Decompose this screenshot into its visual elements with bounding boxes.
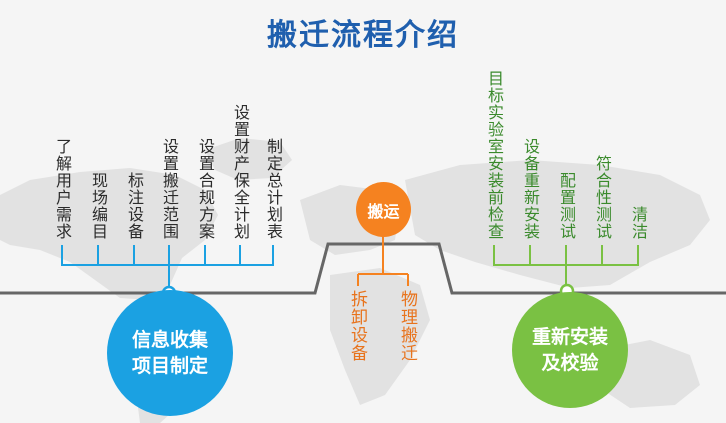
info-item-1: 了解用户需求 xyxy=(53,138,72,240)
stage-info-circle: 信息收集 项目制定 xyxy=(107,290,233,416)
transport-item-2: 物理搬迁 xyxy=(397,290,417,362)
info-bracket xyxy=(61,245,274,290)
map-africa xyxy=(330,268,430,405)
map-asia xyxy=(405,160,710,288)
stage-install-circle: 重新安装 及校验 xyxy=(512,292,628,408)
info-item-6: 设置财产保全计划 xyxy=(231,104,250,240)
install-item-5: 清洁 xyxy=(629,206,648,240)
install-item-4: 符合性测试 xyxy=(593,155,612,240)
info-item-5: 设置合规方案 xyxy=(196,138,215,240)
transport-bracket xyxy=(357,237,409,286)
map-greenland xyxy=(205,138,292,180)
install-bracket xyxy=(493,245,639,289)
install-item-1: 目标实验室安装前检查 xyxy=(485,70,504,240)
install-item-2: 设备重新安装 xyxy=(521,138,540,240)
stage-install-label-line2: 及校验 xyxy=(541,352,599,374)
map-north-america xyxy=(0,168,218,300)
timeline-path xyxy=(0,242,726,295)
stage-install-label-line1: 重新安装 xyxy=(531,326,608,348)
page-title: 搬迁流程介绍 xyxy=(267,18,459,53)
stage-transport-label: 搬运 xyxy=(367,201,400,221)
stage-info-label-line2: 项目制定 xyxy=(131,355,208,377)
install-item-3: 配置测试 xyxy=(557,172,576,240)
transport-item-1: 拆卸设备 xyxy=(347,290,367,362)
info-item-3: 标注设备 xyxy=(125,172,144,240)
info-item-4: 设置搬迁范围 xyxy=(160,138,179,240)
stage-info-label-line1: 信息收集 xyxy=(131,329,208,351)
stage-transport-circle: 搬运 xyxy=(356,182,411,237)
info-item-7: 制定总计划表 xyxy=(264,138,283,240)
info-item-2: 现场编目 xyxy=(89,172,108,240)
